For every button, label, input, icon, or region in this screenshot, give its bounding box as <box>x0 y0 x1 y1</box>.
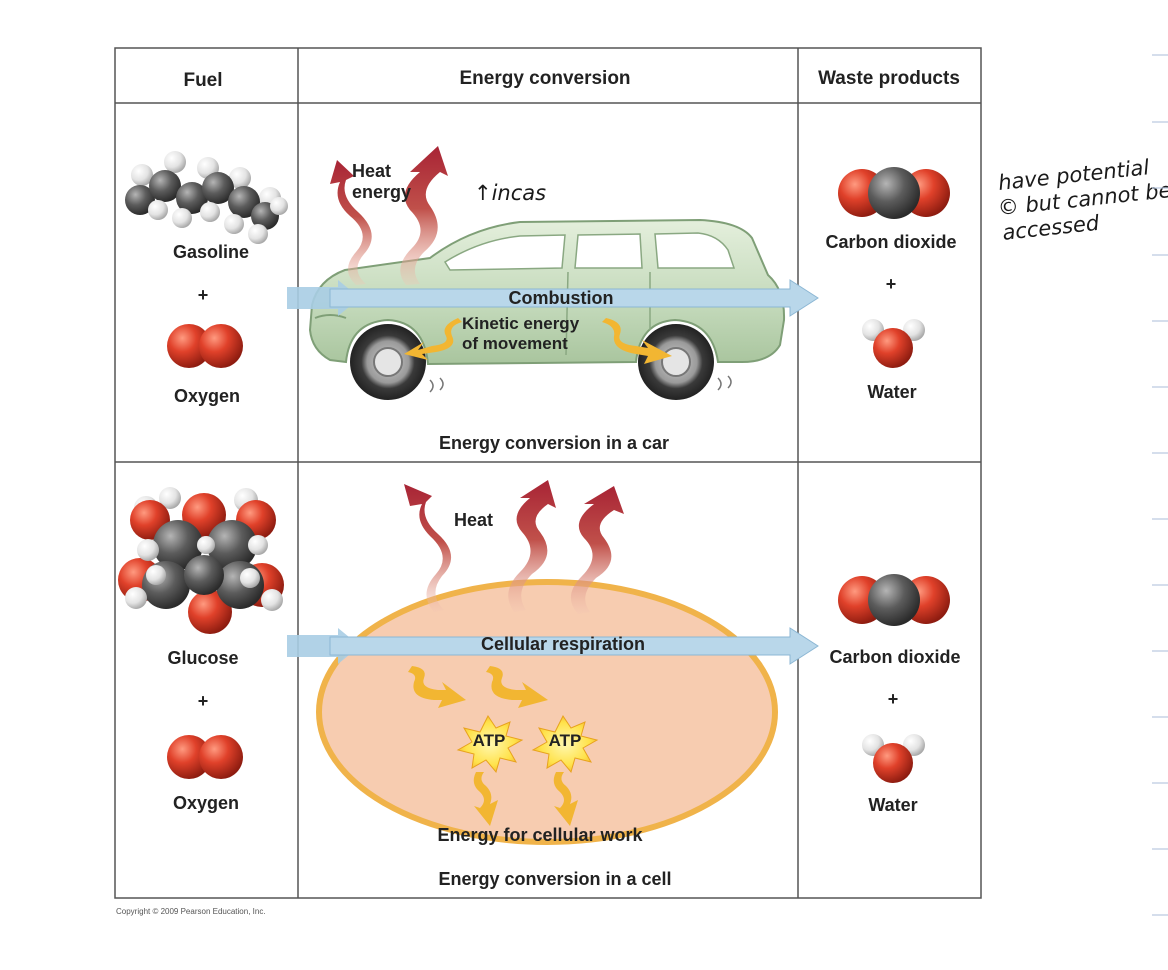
heat-arrows-car <box>330 146 448 285</box>
fuel-plus-sign: + <box>198 285 209 305</box>
header-waste-products: Waste products <box>818 68 960 89</box>
kinetic-energy-label: Kinetic energy of movement <box>462 314 584 353</box>
water-molecule-icon-cell <box>862 734 925 783</box>
cell-caption: Energy conversion in a cell <box>438 869 671 889</box>
handwritten-side-note: have potential © but cannot be accessed <box>994 153 1168 246</box>
fuel-oxygen-label: Oxygen <box>174 386 240 406</box>
fuel-plus-sign-cell: + <box>198 691 209 711</box>
waste-co2-label-car: Carbon dioxide <box>825 232 956 252</box>
energy-arrows-to-atp <box>408 666 548 708</box>
atp-label-1: ATP <box>473 731 506 750</box>
waste-water-label-cell: Water <box>868 795 917 815</box>
oxygen-molecule-icon-cell <box>167 735 243 779</box>
atp-burst-1 <box>456 715 524 774</box>
waste-water-label-car: Water <box>867 382 916 402</box>
header-energy-conversion: Energy conversion <box>459 68 630 89</box>
copyright-notice: Copyright © 2009 Pearson Education, Inc. <box>116 907 266 916</box>
combustion-flow-arrow <box>287 279 819 317</box>
heat-arrows-cell <box>404 480 624 614</box>
car-illustration <box>308 218 786 400</box>
cell-illustration <box>316 579 778 845</box>
waste-co2-label-cell: Carbon dioxide <box>829 647 960 667</box>
handwritten-increase-note: ↑incas <box>474 181 546 205</box>
table-frame <box>114 47 982 899</box>
energy-arrows-to-work <box>473 772 578 826</box>
cellular-respiration-label: Cellular respiration <box>481 634 645 654</box>
energy-for-cellular-work-label: Energy for cellular work <box>437 825 643 845</box>
waste-plus-sign-car: + <box>886 274 897 294</box>
heat-energy-label: Heat energy <box>352 161 411 202</box>
heat-label-cell: Heat <box>454 510 493 530</box>
glucose-molecule-icon <box>118 487 284 634</box>
atp-burst-2 <box>531 715 599 774</box>
fuel-gasoline-label: Gasoline <box>173 242 249 262</box>
kinetic-energy-arrows <box>404 318 672 364</box>
waste-plus-sign-cell: + <box>888 689 899 709</box>
car-caption: Energy conversion in a car <box>439 433 669 453</box>
carbon-dioxide-molecule-icon <box>838 167 950 219</box>
atp-label-2: ATP <box>549 731 582 750</box>
combustion-label: Combustion <box>509 288 614 308</box>
gasoline-molecule-icon <box>125 151 288 244</box>
water-molecule-icon <box>862 319 925 368</box>
oxygen-molecule-icon <box>167 324 243 368</box>
header-fuel: Fuel <box>183 70 222 91</box>
fuel-glucose-label: Glucose <box>167 648 238 668</box>
notebook-line-marks <box>1152 54 1168 916</box>
carbon-dioxide-molecule-icon-cell <box>838 574 950 626</box>
cellular-respiration-flow-arrow <box>287 627 819 665</box>
fuel-oxygen-label-cell: Oxygen <box>173 793 239 813</box>
